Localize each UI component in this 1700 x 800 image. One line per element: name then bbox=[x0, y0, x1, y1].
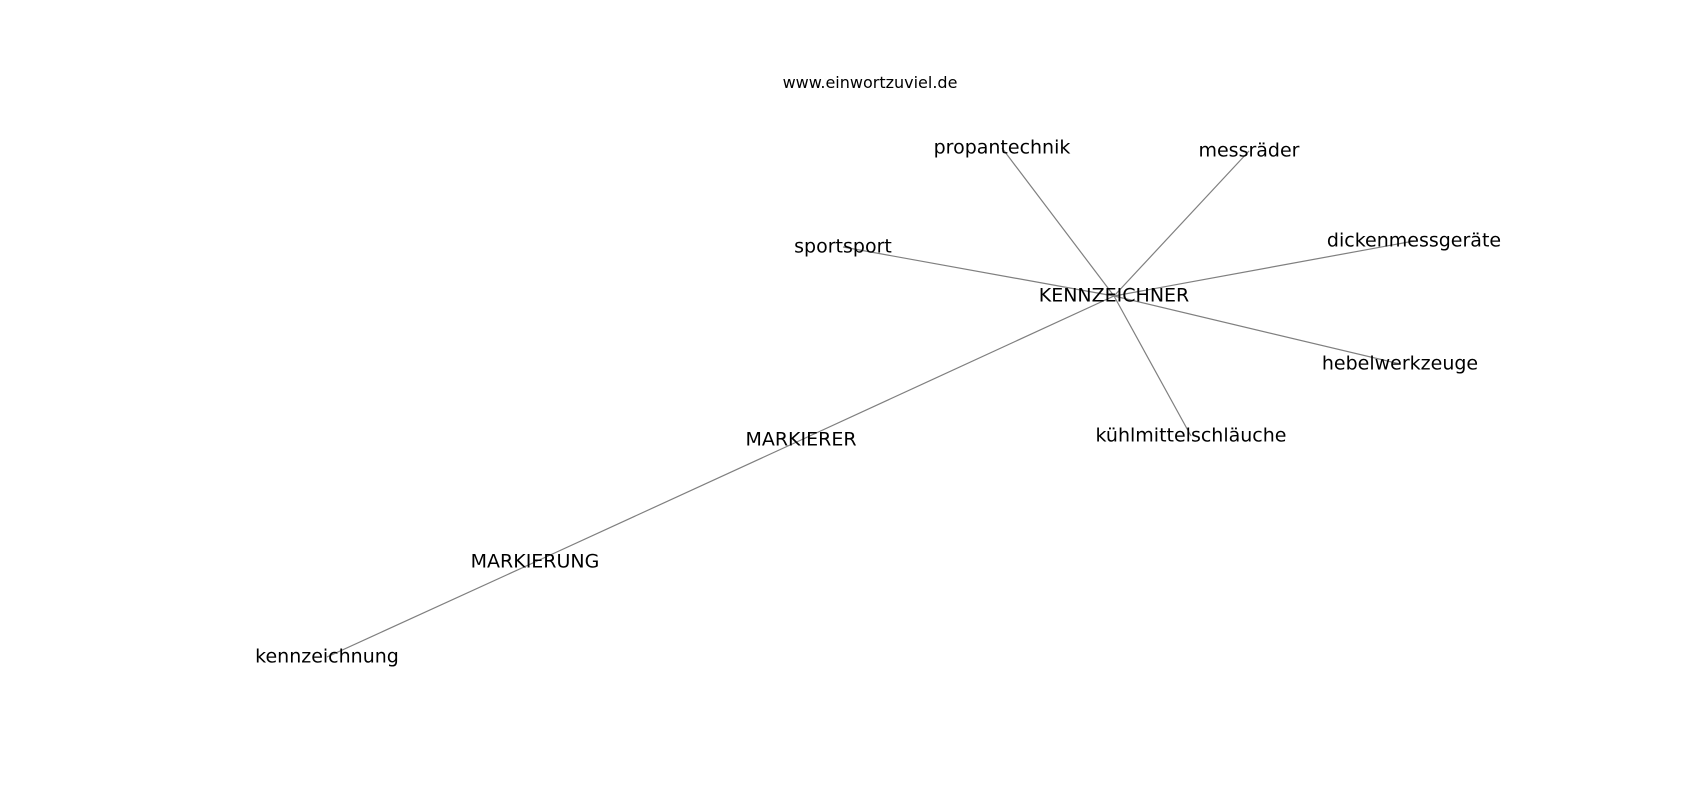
edge-kennzeichner-hebelwerkzeuge bbox=[1113, 295, 1401, 365]
node-label-hebelwerkzeuge: hebelwerkzeuge bbox=[1322, 353, 1478, 375]
edge-kennzeichner-dickenmessgeraete bbox=[1113, 240, 1415, 297]
node-label-kennzeichnung: kennzeichnung bbox=[255, 646, 399, 668]
node-label-markierer: MARKIERER bbox=[745, 429, 856, 451]
source-url-label: www.einwortzuviel.de bbox=[783, 73, 958, 92]
edge-kennzeichner-messraeder bbox=[1113, 150, 1250, 297]
node-label-markierung: MARKIERUNG bbox=[471, 551, 600, 573]
edge-markierung-kennzeichnung bbox=[326, 561, 536, 658]
node-label-messraeder: messräder bbox=[1198, 140, 1299, 162]
edge-kennzeichner-propantechnik bbox=[1001, 147, 1115, 297]
edge-kennzeichner-kuehlmittelschlaeuche bbox=[1113, 295, 1192, 437]
node-label-dickenmessgeraete: dickenmessgeräte bbox=[1327, 230, 1501, 252]
nodes-layer: KENNZEICHNER propantechnik messräder sports… bbox=[255, 137, 1501, 668]
node-label-kuehlmittelschlaeuche: kühlmittelschläuche bbox=[1096, 425, 1287, 447]
edge-markierer-markierung bbox=[534, 439, 802, 563]
edges-layer bbox=[326, 147, 1415, 658]
node-label-kennzeichner: KENNZEICHNER bbox=[1039, 285, 1190, 307]
node-label-sportsport: sportsport bbox=[794, 236, 892, 258]
node-label-propantechnik: propantechnik bbox=[934, 137, 1071, 159]
edge-kennzeichner-markierer bbox=[800, 295, 1115, 441]
edge-kennzeichner-sportsport bbox=[842, 246, 1115, 297]
